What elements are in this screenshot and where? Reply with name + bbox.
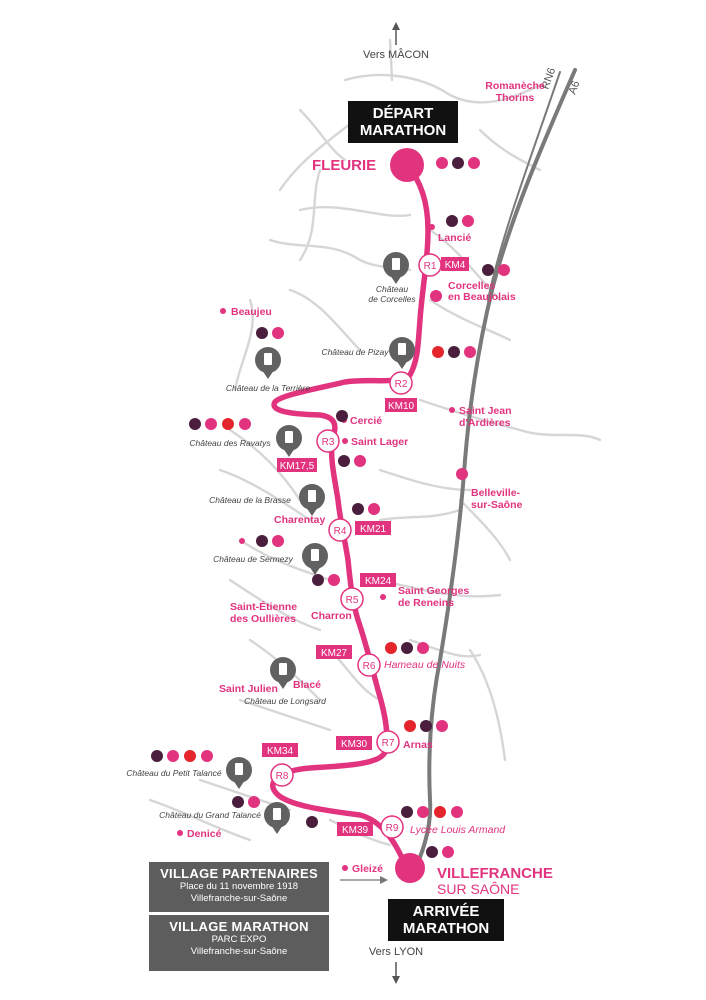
town-romaneche-l1: Romanèche [485, 80, 545, 92]
km24-label: KM24 [365, 576, 392, 587]
refreshment-r1: R1 [424, 261, 437, 272]
refreshment-r4: R4 [334, 526, 347, 537]
chateau-grand-talance: Château du Grand Talancé [159, 810, 261, 820]
town-belleville-l2: sur-Saône [471, 499, 523, 511]
town-corcelles-l1: Corcelles [448, 280, 495, 292]
service-icons [151, 157, 510, 858]
south-arrow [392, 962, 400, 984]
town-blace: Blacé [293, 679, 321, 691]
north-arrow [392, 22, 400, 45]
town-saint-lager: Saint Lager [351, 436, 408, 448]
village-marathon-title: VILLAGE MARATHON [169, 919, 309, 934]
south-direction-label: Vers LYON [369, 946, 423, 958]
start-banner: DÉPART MARATHON [348, 101, 458, 143]
finish-marker [395, 853, 425, 883]
town-cercie: Cercié [350, 415, 382, 427]
chateau-ravatys: Château des Ravatys [189, 438, 271, 448]
village-marathon-line2: Villefranche-sur-Saône [190, 946, 288, 957]
village-arrow [340, 876, 388, 884]
km21-marker [355, 521, 391, 535]
town-lancie: Lancié [438, 232, 471, 244]
chateau-brasse: Château de la Brasse [209, 495, 291, 505]
km4-marker [441, 257, 469, 271]
start-town: FLEURIE [312, 157, 376, 174]
km21-label: KM21 [360, 524, 387, 535]
km17-marker [277, 458, 317, 472]
km30-label: KM30 [341, 739, 368, 750]
village-marathon-box: VILLAGE MARATHON PARC EXPO Villefranche-… [149, 915, 329, 971]
town-gleize: Gleizé [352, 863, 383, 875]
town-lycee: Lycée Louis Armand [410, 824, 506, 836]
town-saint-jean-l2: d'Ardières [459, 417, 511, 429]
chateau-petit-talance: Château du Petit Talancé [126, 768, 221, 778]
refreshment-r3: R3 [322, 437, 335, 448]
chateau-longsard: Château de Longsard [244, 696, 326, 706]
town-saint-georges-l2: de Reneins [398, 597, 454, 609]
refreshment-r2: R2 [395, 379, 408, 390]
refreshment-points [270, 253, 442, 839]
village-marathon-line1: PARC EXPO [211, 934, 267, 945]
town-charentay: Charentay [274, 514, 326, 526]
north-direction-label: Vers MÂCON [363, 48, 429, 61]
village-partenaires-box: VILLAGE PARTENAIRES Place du 11 novembre… [149, 862, 329, 912]
km10-label: KM10 [388, 401, 415, 412]
km4-label: KM4 [445, 260, 466, 271]
town-beaujeu: Beaujeu [231, 306, 272, 318]
village-partenaires-title: VILLAGE PARTENAIRES [160, 866, 318, 881]
km30-marker [336, 736, 372, 750]
finish-town-l2: SUR SAÔNE [437, 881, 519, 897]
town-saint-etienne-l2: des Oullières [230, 613, 296, 625]
chateau-pizay: Château de Pizay [321, 347, 389, 357]
refreshment-r9: R9 [386, 823, 399, 834]
km39-marker [337, 822, 373, 836]
km10-marker [385, 398, 417, 412]
village-partenaires-line2: Villefranche-sur-Saône [190, 893, 288, 904]
refreshment-r6: R6 [363, 661, 376, 672]
refreshment-r8: R8 [276, 771, 289, 782]
highway [408, 68, 577, 882]
km34-label: KM34 [267, 746, 294, 757]
chateau-terriere: Château de la Terrière [226, 383, 311, 393]
town-charron: Charron [311, 610, 352, 622]
town-saint-jean-l1: Saint Jean [459, 405, 512, 417]
town-belleville-l1: Belleville- [471, 487, 521, 499]
km24-marker [360, 573, 396, 587]
chateau-corcelles-l1: Château [376, 284, 408, 294]
town-romaneche-l2: Thorins [496, 92, 535, 104]
finish-town-l1: VILLEFRANCHE [437, 865, 553, 882]
town-saint-georges-l1: Saint Georges [398, 585, 469, 597]
km27-marker [316, 645, 352, 659]
town-denice: Denicé [187, 828, 222, 840]
refreshment-r7: R7 [382, 738, 395, 749]
town-saint-julien: Saint Julien [219, 683, 278, 695]
town-arnas: Arnas [403, 739, 433, 751]
km39-label: KM39 [342, 825, 369, 836]
road-a6-label: A6 [567, 79, 583, 96]
km17-label: KM17,5 [280, 461, 315, 472]
chateau-sermezy: Château de Sermezy [213, 554, 294, 564]
refreshment-r5: R5 [346, 595, 359, 606]
start-marker [390, 148, 424, 182]
chateau-corcelles-l2: de Corcelles [368, 294, 416, 304]
village-partenaires-line1: Place du 11 novembre 1918 [179, 881, 299, 892]
km34-marker [262, 743, 298, 757]
town-hameau-de-nuits: Hameau de Nuits [384, 659, 466, 671]
town-saint-etienne-l1: Saint-Étienne [230, 600, 297, 613]
town-corcelles-l2: en Beaujolais [448, 291, 516, 303]
km27-label: KM27 [321, 648, 348, 659]
finish-banner: ARRIVÉE MARATHON [388, 899, 504, 941]
